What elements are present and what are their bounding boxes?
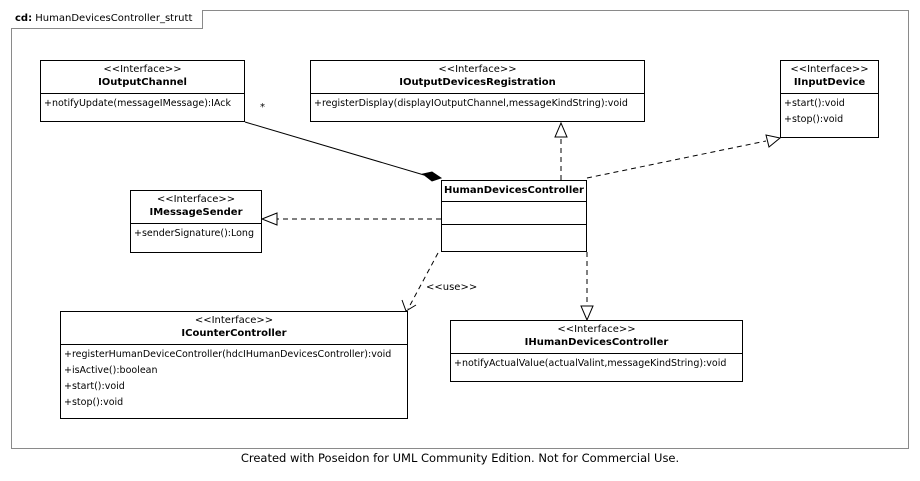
realization-arrow-registration <box>554 121 568 138</box>
interface-name: IInputDevice <box>793 77 866 88</box>
stereotype-label: <<Interface>> <box>156 194 236 205</box>
operation-item: +stop():void <box>784 114 844 125</box>
use-dependency-arrowhead <box>401 299 417 312</box>
composition-multiplicity: * <box>260 102 265 113</box>
use-dependency-line <box>407 252 439 310</box>
operation-item: +isActive():boolean <box>64 365 158 376</box>
stereotype-label: <<Interface>> <box>557 324 636 335</box>
operations-compartment: +notifyUpdate(messageIMessage):IAck <box>41 94 244 114</box>
realization-arrow-humandevicescontroller <box>580 305 594 322</box>
interface-name: IHumanDevicesController <box>524 337 669 348</box>
stereotype-label: <<Interface>> <box>438 64 517 75</box>
composition-diamond <box>421 171 443 182</box>
realization-arrow-messagesender <box>260 212 278 226</box>
interface-header: <<Interface>> IOutputChannel <box>41 61 244 94</box>
interface-imessagesender[interactable]: <<Interface>> IMessageSender +senderSign… <box>130 190 262 253</box>
interface-icountercontroller[interactable]: <<Interface>> ICounterController +regist… <box>60 311 408 419</box>
interface-ioutputdevicesregistration[interactable]: <<Interface>> IOutputDevicesRegistration… <box>310 60 645 122</box>
operations-compartment: +registerHumanDeviceController(hdcIHuman… <box>61 345 407 413</box>
diagram-frame <box>11 10 909 449</box>
interface-header: <<Interface>> IOutputDevicesRegistration <box>311 61 644 94</box>
operations-compartment: +notifyActualValue(actualValint,messageK… <box>451 354 742 374</box>
realization-arrow-inputdevice <box>765 134 782 148</box>
footer-watermark: Created with Poseidon for UML Community … <box>240 451 680 465</box>
interface-name: IMessageSender <box>149 207 243 218</box>
frame-prefix: cd: <box>15 13 33 24</box>
realization-line-inputdevice <box>586 140 767 179</box>
interface-header: <<Interface>> ICounterController <box>61 312 407 345</box>
stereotype-label: <<Interface>> <box>103 64 182 75</box>
interface-iinputdevice[interactable]: <<Interface>> IInputDevice +start():void… <box>780 60 879 138</box>
operations-compartment: +start():void +stop():void <box>781 94 878 130</box>
operation-item: +notifyUpdate(messageIMessage):IAck <box>44 98 231 109</box>
class-name: HumanDevicesController <box>444 185 584 196</box>
interface-header: <<Interface>> IHumanDevicesController <box>451 321 742 354</box>
operations-compartment: +senderSignature():Long <box>131 224 261 244</box>
stereotype-label: <<Interface>> <box>790 64 869 75</box>
interface-name: ICounterController <box>181 328 287 339</box>
use-stereotype-label: <<use>> <box>426 282 478 293</box>
class-header: HumanDevicesController <box>442 181 586 202</box>
operation-item: +stop():void <box>64 397 124 408</box>
frame-title-tab: cd: HumanDevicesController_strutt <box>11 10 204 29</box>
operation-item: +registerHumanDeviceController(hdcIHuman… <box>64 349 392 360</box>
frame-title: HumanDevicesController_strutt <box>35 13 193 24</box>
attributes-compartment <box>442 202 586 225</box>
interface-ihumandevicescontroller[interactable]: <<Interface>> IHumanDevicesController +n… <box>450 320 743 382</box>
operation-item: +senderSignature():Long <box>134 228 254 239</box>
class-humandevicescontroller[interactable]: HumanDevicesController <box>441 180 587 252</box>
interface-header: <<Interface>> IInputDevice <box>781 61 878 94</box>
operation-item: +start():void <box>784 98 845 109</box>
interface-header: <<Interface>> IMessageSender <box>131 191 261 224</box>
operations-compartment: +registerDisplay(displayIOutputChannel,m… <box>311 94 644 114</box>
operation-item: +registerDisplay(displayIOutputChannel,m… <box>314 98 628 109</box>
composition-line <box>244 121 425 176</box>
stereotype-label: <<Interface>> <box>194 315 274 326</box>
operation-item: +notifyActualValue(actualValint,messageK… <box>454 358 727 369</box>
interface-name: IOutputDevicesRegistration <box>399 77 556 88</box>
interface-ioutputchannel[interactable]: <<Interface>> IOutputChannel +notifyUpda… <box>40 60 245 122</box>
interface-name: IOutputChannel <box>98 77 187 88</box>
operation-item: +start():void <box>64 381 125 392</box>
